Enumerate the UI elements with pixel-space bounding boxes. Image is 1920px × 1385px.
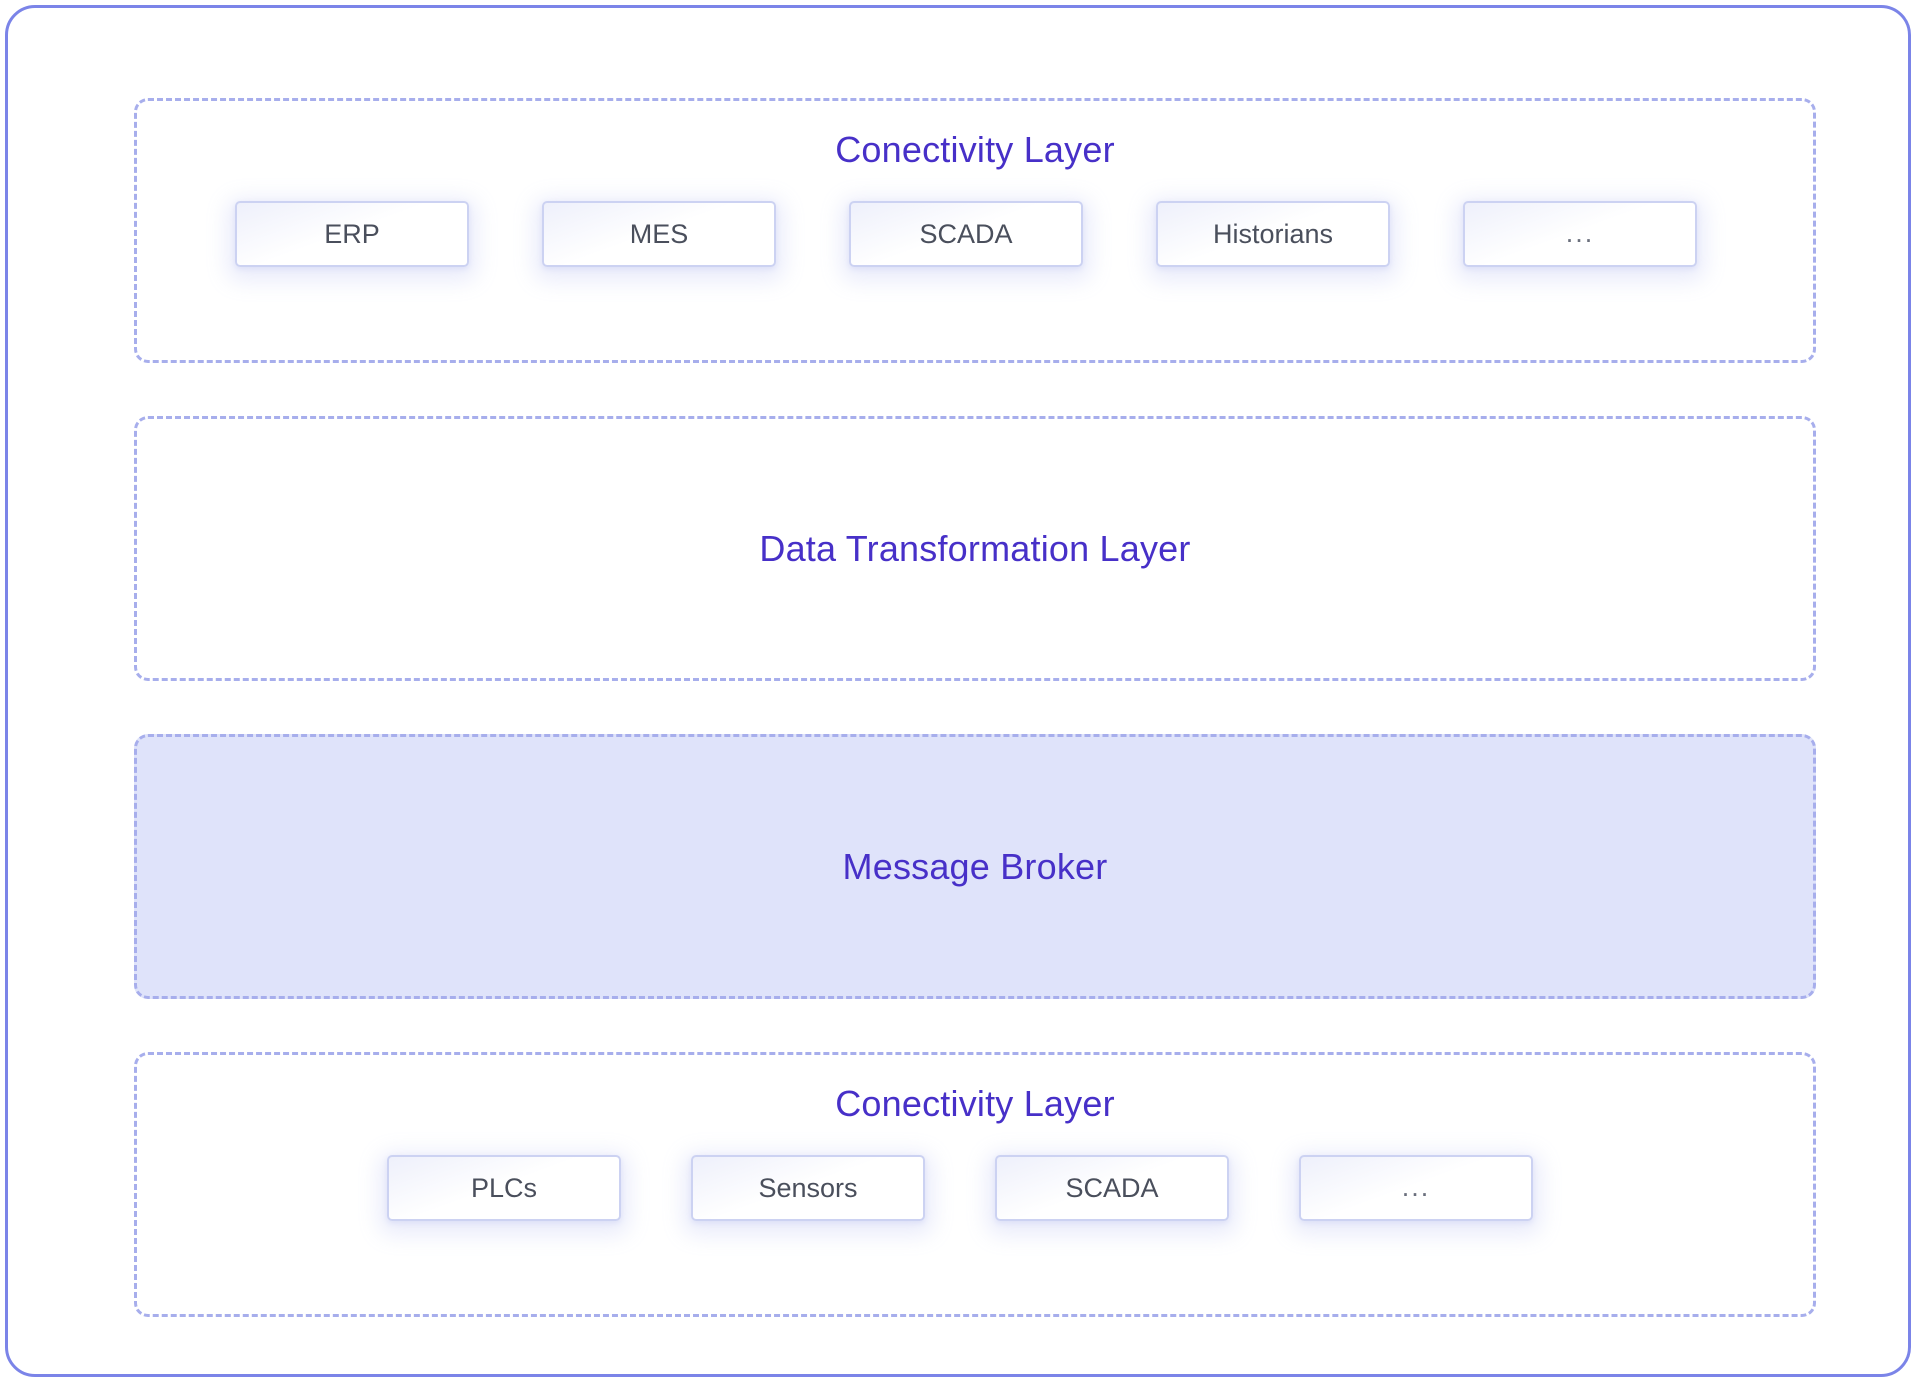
node-label-historians: Historians [1212,218,1334,249]
layer-panel-connectivity-bottom[interactable]: Conectivity Layer PLCs Sensors SCADA ... [134,1052,1816,1317]
layer-panel-connectivity-top[interactable]: Conectivity Layer ERP MES SCADA Historia… [134,98,1816,363]
node-label-more-bottom: ... [1401,1172,1431,1203]
layer-title-connectivity-top: Conectivity Layer [835,129,1115,170]
node-label-sensors: Sensors [758,1172,858,1203]
node-label-plcs: PLCs [470,1172,538,1203]
layer-title-message-broker: Message Broker [842,845,1108,887]
node-erp[interactable]: ERP [235,201,469,267]
layer-panel-data-transformation[interactable]: Data Transformation Layer [134,416,1816,681]
node-label-mes: MES [629,218,689,249]
node-row-connectivity-bottom: PLCs Sensors SCADA ... [137,1155,1920,1221]
node-mes[interactable]: MES [542,201,776,267]
layer-stack: Conectivity Layer ERP MES SCADA Historia… [134,98,1816,1317]
node-more-bottom[interactable]: ... [1299,1155,1533,1221]
node-label-erp: ERP [324,218,380,249]
node-sensors[interactable]: Sensors [691,1155,925,1221]
diagram-frame: Conectivity Layer ERP MES SCADA Historia… [5,5,1911,1377]
layer-title-data-transformation: Data Transformation Layer [759,527,1191,569]
layer-panel-message-broker[interactable]: Message Broker [134,734,1816,999]
node-label-scada-bottom: SCADA [1065,1172,1159,1203]
node-historians[interactable]: Historians [1156,201,1390,267]
node-label-more-top: ... [1565,218,1595,249]
node-scada-top[interactable]: SCADA [849,201,1083,267]
node-row-connectivity-top: ERP MES SCADA Historians ... [137,201,1911,267]
node-scada-bottom[interactable]: SCADA [995,1155,1229,1221]
node-more-top[interactable]: ... [1463,201,1697,267]
node-plcs[interactable]: PLCs [387,1155,621,1221]
node-label-scada-top: SCADA [919,218,1013,249]
layer-title-connectivity-bottom: Conectivity Layer [835,1083,1115,1124]
